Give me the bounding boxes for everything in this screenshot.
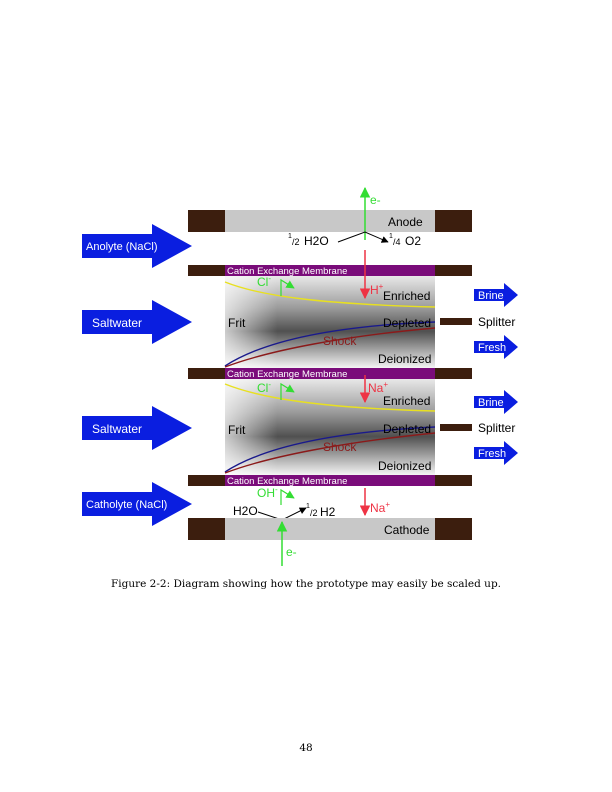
anode-electrode: Anode xyxy=(188,210,472,232)
cathode-electrode: Cathode xyxy=(188,518,472,540)
membrane-1-cap-left xyxy=(188,265,225,276)
membrane-1-bar xyxy=(225,265,435,276)
cathode-na-ion: Na+ xyxy=(370,500,390,515)
saltwater-inlet-1: Saltwater xyxy=(82,300,192,344)
electron-label-top: e- xyxy=(370,193,381,207)
cathode-product-coef: 1 xyxy=(306,503,310,510)
saltwater-2-label: Saltwater xyxy=(92,422,142,436)
splitter-1-bar xyxy=(440,318,472,325)
page-number: 48 xyxy=(299,742,313,754)
cell-1-entry-glow xyxy=(225,276,435,368)
fresh-2-label: Fresh xyxy=(478,448,506,460)
anode-product-den: /4 xyxy=(393,237,401,247)
membrane-3-label: Cation Exchange Membrane xyxy=(227,476,347,487)
cell-2-na-ion: Na+ xyxy=(368,380,388,395)
saltwater-1-label: Saltwater xyxy=(92,316,142,330)
saltwater-inlet-2: Saltwater xyxy=(82,406,192,450)
cathode-reaction: H2O 1 /2 H2 xyxy=(233,503,336,521)
anode-label: Anode xyxy=(388,215,423,229)
cathode-cap-left xyxy=(188,518,225,540)
membrane-3-cap-left xyxy=(188,475,225,486)
anode-product: O2 xyxy=(405,234,421,248)
cell-1-cl-ion: Cl- xyxy=(257,274,271,289)
brine-1-label: Brine xyxy=(478,290,504,302)
membrane-2-label: Cation Exchange Membrane xyxy=(227,369,347,380)
cell-1-frit: Frit xyxy=(228,316,246,330)
anolyte-arrow-shape xyxy=(82,224,192,268)
cell-2-enriched: Enriched xyxy=(383,394,430,408)
membrane-2-bar xyxy=(225,368,435,379)
membrane-3-cap-right xyxy=(435,475,472,486)
brine-1-arrow xyxy=(474,283,518,307)
fresh-1-label: Fresh xyxy=(478,342,506,354)
anode-cap-left xyxy=(188,210,225,232)
membrane-3-bar xyxy=(225,475,435,486)
brine-2-arrow xyxy=(474,390,518,414)
cell-2-depleted-curve xyxy=(224,426,436,473)
electron-label-bottom: e- xyxy=(286,545,297,559)
anolyte-label: Anolyte (NaCl) xyxy=(86,241,158,253)
membrane-2-cap-right xyxy=(435,368,472,379)
catholyte-inlet-arrow: Catholyte (NaCl) xyxy=(82,482,192,526)
cell-1-deionized: Deionized xyxy=(378,352,431,366)
cell-1-enriched: Enriched xyxy=(383,289,430,303)
anode-reactant: H2O xyxy=(304,234,329,248)
cell-2-enriched-curve xyxy=(224,383,436,412)
cathode-bar xyxy=(188,518,472,540)
cathode-label: Cathode xyxy=(384,523,430,537)
oh-ion: OH- xyxy=(257,485,278,500)
fresh-1-arrow xyxy=(474,335,518,359)
cell-2-cl-arrow xyxy=(280,382,295,400)
anolyte-inlet-arrow: Anolyte (NaCl) xyxy=(82,224,192,268)
cell-1-depleted: Depleted xyxy=(383,316,431,330)
cell-2-shock-curve xyxy=(224,432,436,474)
splitter-2-label: Splitter xyxy=(478,421,515,435)
anode-reaction-line xyxy=(337,231,389,243)
cathode-reactant: H2O xyxy=(233,504,258,518)
anode-reaction: 1 /2 H2O 1 /4 O2 xyxy=(288,231,421,248)
membrane-1: Cation Exchange Membrane xyxy=(188,265,472,277)
cell-2-shock: Shock xyxy=(323,440,357,454)
membrane-2-cap-left xyxy=(188,368,225,379)
splitter-2-bar xyxy=(440,424,472,431)
anode-bar xyxy=(188,210,472,232)
cell-2-depleted: Depleted xyxy=(383,422,431,436)
anode-product-coef: 1 xyxy=(389,233,393,240)
cell-1-cl-arrow xyxy=(280,278,295,296)
cathode-cap-right xyxy=(435,518,472,540)
splitter-1-label: Splitter xyxy=(478,315,515,329)
cathode-product: H2 xyxy=(320,505,336,519)
fresh-2-arrow xyxy=(474,441,518,465)
anode-reactant-den: /2 xyxy=(292,237,300,247)
cell-2-outlets: Brine Splitter Fresh xyxy=(440,390,518,465)
membrane-1-cap-right xyxy=(435,265,472,276)
membrane-1-label: Cation Exchange Membrane xyxy=(227,266,347,277)
membrane-3: Cation Exchange Membrane xyxy=(188,475,472,487)
cell-2-cl-ion: Cl- xyxy=(257,380,271,395)
oh-arrow xyxy=(280,488,295,505)
membrane-2: Cation Exchange Membrane xyxy=(188,368,472,380)
cell-2-frit: Frit xyxy=(228,423,246,437)
cathode-product-den: /2 xyxy=(310,508,318,518)
cell-1-depleted-curve xyxy=(224,321,436,367)
anode-cap-right xyxy=(435,210,472,232)
cell-1-shock-curve xyxy=(224,327,436,368)
catholyte-arrow-shape xyxy=(82,482,192,526)
cell-2: Frit Enriched Depleted Shock Deionized C… xyxy=(224,375,436,475)
cell-1: Frit Enriched Depleted Shock Deionized C… xyxy=(224,250,436,368)
saltwater-2-arrow-shape xyxy=(82,406,192,450)
catholyte-label: Catholyte (NaCl) xyxy=(86,499,167,511)
cell-1-shock: Shock xyxy=(323,334,357,348)
cell-1-h-ion: H+ xyxy=(370,282,384,297)
cell-1-outlets: Brine Splitter Fresh xyxy=(440,283,518,359)
anode-reactant-coef: 1 xyxy=(288,233,292,240)
cell-2-deionized: Deionized xyxy=(378,459,431,473)
figure-caption: Figure 2-2: Diagram showing how the prot… xyxy=(110,578,501,590)
saltwater-1-arrow-shape xyxy=(82,300,192,344)
brine-2-label: Brine xyxy=(478,397,504,409)
cell-1-enriched-curve xyxy=(224,281,436,308)
